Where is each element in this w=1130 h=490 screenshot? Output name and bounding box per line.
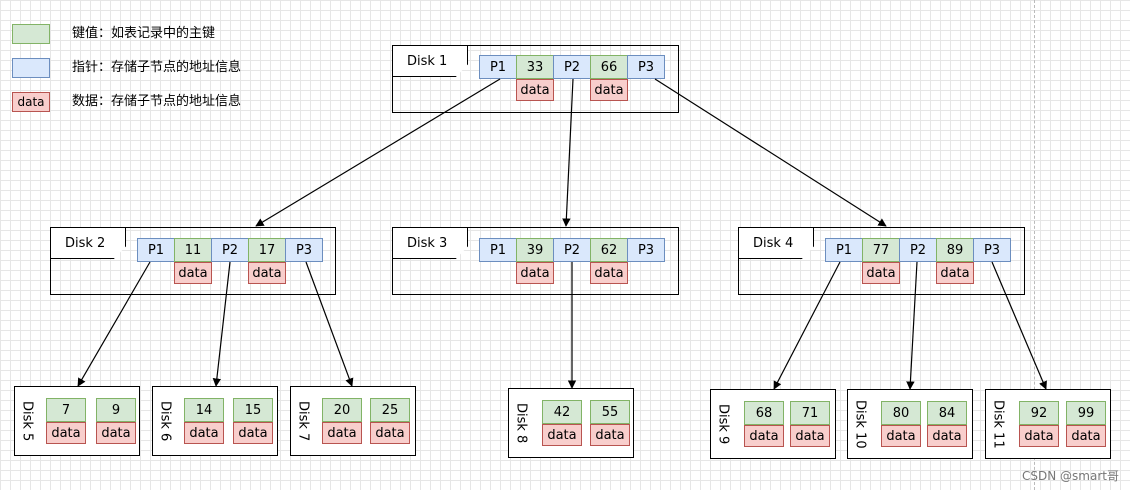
disk-6-label: Disk 6 <box>157 400 173 442</box>
disk-1-data-2: data <box>590 79 628 101</box>
disk-10-label: Disk 10 <box>852 399 868 449</box>
arrow-disk4-p3-to-disk11 <box>991 261 1047 390</box>
disk-2-p2: P2 <box>211 238 249 262</box>
disk-4-data-1: data <box>862 262 900 284</box>
legend-pointer-text: 指针：存储子节点的地址信息 <box>72 60 242 75</box>
disk-6-data-1: data <box>184 422 224 444</box>
disk-3-label: Disk 3 <box>392 227 468 259</box>
disk-8-data-1: data <box>542 424 582 446</box>
disk-9-key-2: 71 <box>790 401 830 425</box>
disk-10-data-1: data <box>881 425 921 447</box>
disk-2-label: Disk 2 <box>50 227 126 259</box>
disk-4-p3: P3 <box>973 238 1011 262</box>
disk-2-key-1: 11 <box>174 238 212 262</box>
disk-6-key-2: 15 <box>233 398 273 422</box>
disk-3-p2: P2 <box>553 238 591 262</box>
disk-11-data-2: data <box>1066 425 1106 447</box>
disk-3-node <box>392 227 679 295</box>
disk-6-key-1: 14 <box>184 398 224 422</box>
legend-data-text: 数据：存储子节点的地址信息 <box>72 94 242 109</box>
legend-key-swatch <box>12 24 50 44</box>
disk-11-key-1: 92 <box>1019 401 1059 425</box>
disk-7-data-2: data <box>370 422 410 444</box>
arrow-disk1-p1-to-disk2 <box>255 78 501 227</box>
disk-8-label: Disk 8 <box>513 402 529 444</box>
disk-11-data-1: data <box>1019 425 1059 447</box>
disk-4-key-1: 77 <box>862 238 900 262</box>
arrow-disk2-p1-to-disk5 <box>77 261 151 387</box>
disk-4-p2: P2 <box>899 238 937 262</box>
disk-6-data-2: data <box>233 422 273 444</box>
disk-10-key-1: 80 <box>881 401 921 425</box>
disk-1-key-1: 33 <box>516 55 554 79</box>
page-guide-line <box>1034 0 1035 490</box>
arrow-disk2-p3-to-disk7 <box>305 261 354 387</box>
arrow-disk2-p2-to-disk6 <box>212 261 231 387</box>
watermark: CSDN @smart哥 <box>1022 469 1119 483</box>
arrow-disk4-p1-to-disk9 <box>773 261 841 390</box>
disk-1-node <box>392 45 679 113</box>
disk-1-p1: P1 <box>479 55 517 79</box>
disk-7-data-1: data <box>322 422 362 444</box>
legend-data-swatch: data <box>12 92 50 112</box>
disk-2-data-1: data <box>174 262 212 284</box>
disk-4-node <box>738 227 1025 295</box>
disk-2-p3: P3 <box>285 238 323 262</box>
disk-8-key-1: 42 <box>542 400 582 424</box>
arrow-disk1-p2-to-disk3 <box>562 78 574 227</box>
disk-9-key-1: 68 <box>744 401 784 425</box>
disk-8-data-2: data <box>590 424 630 446</box>
disk-3-p1: P1 <box>479 238 517 262</box>
disk-3-key-1: 39 <box>516 238 554 262</box>
disk-2-p1: P1 <box>137 238 175 262</box>
disk-5-key-1: 7 <box>46 398 86 422</box>
disk-4-label: Disk 4 <box>738 227 814 259</box>
disk-5-data-1: data <box>46 422 86 444</box>
disk-1-data-1: data <box>516 79 554 101</box>
disk-9-data-1: data <box>744 425 784 447</box>
legend-key-text: 键值：如表记录中的主键 <box>72 26 216 41</box>
disk-7-key-1: 20 <box>322 398 362 422</box>
disk-1-p3: P3 <box>627 55 665 79</box>
disk-2-key-2: 17 <box>248 238 286 262</box>
disk-5-data-2: data <box>96 422 136 444</box>
disk-11-key-2: 99 <box>1066 401 1106 425</box>
disk-3-data-1: data <box>516 262 554 284</box>
disk-7-label: Disk 7 <box>295 400 311 442</box>
disk-10-key-2: 84 <box>927 401 967 425</box>
disk-4-data-2: data <box>936 262 974 284</box>
disk-7-key-2: 25 <box>370 398 410 422</box>
disk-4-p1: P1 <box>825 238 863 262</box>
disk-3-p3: P3 <box>627 238 665 262</box>
disk-5-label: Disk 5 <box>19 400 35 442</box>
legend-pointer-swatch <box>12 58 50 78</box>
disk-2-node <box>50 227 336 295</box>
disk-10-data-2: data <box>927 425 967 447</box>
disk-11-label: Disk 11 <box>990 399 1006 449</box>
disk-3-data-2: data <box>590 262 628 284</box>
arrow-disk1-p3-to-disk4 <box>654 78 887 227</box>
disk-4-key-2: 89 <box>936 238 974 262</box>
disk-1-label: Disk 1 <box>392 45 468 77</box>
disk-9-label: Disk 9 <box>715 403 731 445</box>
disk-5-key-2: 9 <box>96 398 136 422</box>
disk-9-data-2: data <box>790 425 830 447</box>
arrow-disk4-p2-to-disk10 <box>906 261 918 390</box>
disk-3-key-2: 62 <box>590 238 628 262</box>
disk-8-key-2: 55 <box>590 400 630 424</box>
disk-2-data-2: data <box>248 262 286 284</box>
